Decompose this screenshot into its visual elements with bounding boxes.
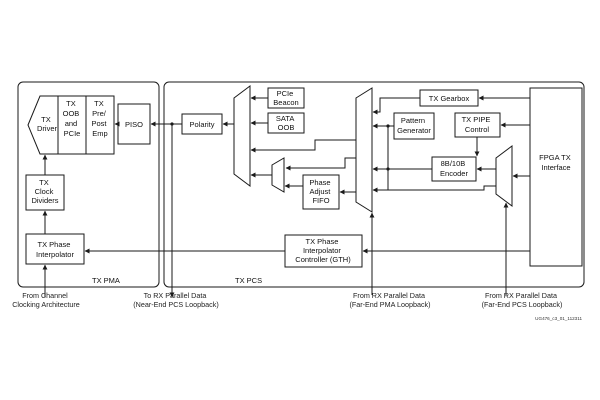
footnote-far-end-pcs: From RX Parallel Data (Far-End PCS Loopb… — [482, 291, 563, 309]
footnote-far-end-pma: From RX Parallel Data (Far-End PMA Loopb… — [349, 291, 430, 309]
tx-driver-label: TX Driver — [37, 115, 58, 133]
8b10b-encoder-block — [431, 156, 477, 182]
tx-pre-post-emp-block — [85, 95, 115, 155]
tx-pcs-group — [163, 81, 585, 288]
tx-pipe-control-label: TX PIPE Control — [462, 115, 493, 134]
pcie-beacon-label: PCIe Beacon — [273, 89, 298, 107]
wire-mux2-to-small-mux — [285, 157, 356, 171]
fifo-bypass-mux — [271, 157, 285, 193]
tx-oob-pcie-block — [57, 95, 87, 155]
tx-pi-controller-label: TX Phase Interpolator Controller (GTH) — [295, 237, 351, 264]
polarity-label: Polarity — [189, 120, 214, 129]
piso-label: PISO — [125, 120, 143, 129]
phase-adjust-fifo-block — [302, 174, 340, 210]
wire-mux3-bypass — [372, 185, 496, 193]
sata-oob-label: SATA OOB — [276, 114, 296, 132]
tx-pma-label: TX PMA — [92, 276, 120, 285]
tx-clock-dividers-label: TX Clock Dividers — [31, 178, 58, 205]
tx-phase-interpolator-label: TX Phase Interpolator — [36, 240, 74, 259]
data-select-mux — [355, 87, 373, 213]
tx-pma-group — [17, 81, 160, 288]
encoder-bypass-mux — [495, 145, 513, 207]
phase-adjust-fifo-label: Phase Adjust FIFO — [309, 178, 332, 205]
wire-mux2-to-mux1 — [250, 139, 356, 153]
footnote-near-end: To RX Parallel Data (Near-End PCS Loopba… — [133, 291, 219, 309]
fpga-tx-interface-block — [529, 87, 583, 267]
tx-pcs-label: TX PCS — [235, 276, 262, 285]
fpga-tx-interface-label: FPGA TX Interface — [539, 153, 573, 172]
output-mux — [233, 85, 251, 187]
tx-phase-interpolator-block — [25, 233, 85, 265]
pattern-generator-label: Pattern Generator — [397, 116, 431, 135]
tx-oob-pcie-label: TX OOB and PCIe — [63, 99, 82, 138]
wire-gearbox-to-mux2 — [372, 97, 420, 115]
8b10b-encoder-label: 8B/10B Encoder — [440, 159, 468, 178]
tx-gearbox-label: TX Gearbox — [429, 94, 470, 103]
figure-reference: UG476_c3_01_112311 — [535, 316, 582, 321]
footnote-clocking: From Channel Clocking Architecture — [12, 291, 80, 309]
tx-pre-post-emp-label: TX Pre/ Post Emp — [91, 99, 108, 138]
piso-block — [117, 103, 151, 145]
